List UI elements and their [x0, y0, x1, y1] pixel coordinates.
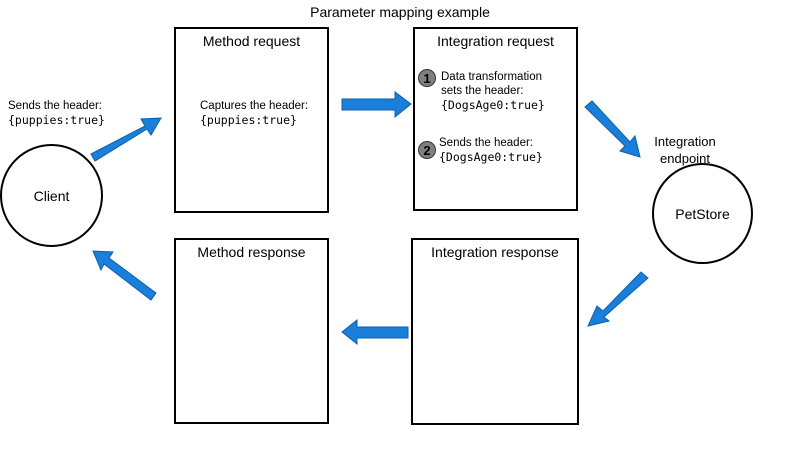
client-note-label: Sends the header: [8, 100, 102, 112]
step-2-text: Sends the header: {DogsAge0:true} [439, 136, 543, 165]
client-note-header: {puppies:true} [8, 113, 105, 127]
integration-response-box: Integration response [411, 238, 579, 425]
step-2-line1: Sends the header: [439, 137, 533, 149]
endpoint-label: Integration endpoint [640, 133, 730, 167]
method-request-note-header: {puppies:true} [200, 113, 297, 127]
step-1-header: {DogsAge0:true} [441, 98, 545, 112]
arrow-method-request-to-integration-request [341, 91, 412, 119]
arrow-method-response-to-client [92, 250, 157, 301]
method-response-title: Method response [197, 244, 306, 260]
diagram-title: Parameter mapping example [310, 4, 490, 20]
step-1-badge: 1 [418, 69, 436, 87]
step-2-badge: 2 [418, 141, 436, 159]
arrow-integration-response-to-method-response [341, 318, 409, 346]
petstore-label: PetStore [675, 205, 730, 222]
integration-response-title: Integration response [431, 244, 559, 260]
method-request-note-label: Captures the header: [200, 100, 309, 112]
integration-request-box: Integration request 1 Data transformatio… [413, 27, 578, 211]
client-node: Client [0, 144, 103, 247]
petstore-node: PetStore [652, 163, 753, 264]
integration-request-title: Integration request [437, 33, 554, 49]
arrow-endpoint-to-integration-response [587, 271, 649, 327]
method-request-note: Captures the header: {puppies:true} [200, 99, 308, 128]
step-1-line1: Data transformation [441, 71, 542, 83]
arrow-client-to-method-request [90, 117, 162, 162]
method-request-title: Method request [202, 33, 301, 49]
method-response-box: Method response [174, 238, 329, 424]
arrow-integration-request-to-endpoint [584, 100, 641, 158]
client-note: Sends the header: {puppies:true} [8, 99, 105, 128]
endpoint-label-line1: Integration [654, 134, 716, 149]
step-1-text: Data transformation sets the header: {Do… [441, 70, 545, 113]
method-request-box: Method request Captures the header: {pup… [174, 27, 329, 213]
client-label: Client [33, 187, 70, 204]
step-2-header: {DogsAge0:true} [439, 150, 543, 164]
step-1-line2: sets the header: [441, 85, 524, 97]
endpoint-label-line2: endpoint [660, 151, 710, 166]
